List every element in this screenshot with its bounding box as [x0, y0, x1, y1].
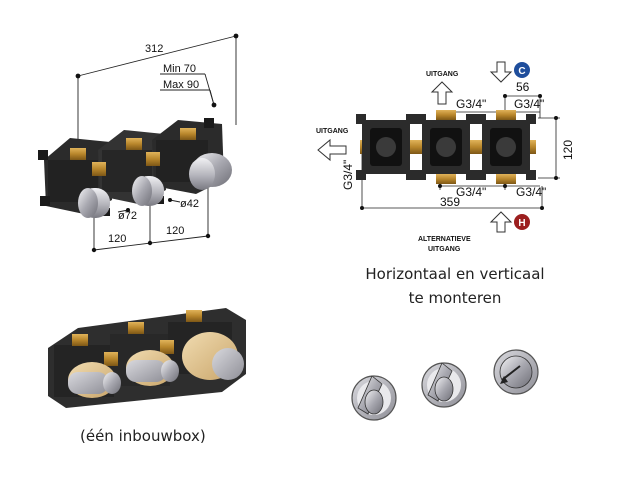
spacing-label-2: 120 — [166, 225, 184, 237]
plan-boxes — [356, 110, 536, 184]
arrow-down-icon — [489, 61, 513, 83]
chrome-spindles — [78, 153, 232, 218]
handle-set — [351, 349, 539, 421]
dimension-labels: 312 Min 70 Max 90 ø72 ø42 120 120 — [108, 43, 199, 245]
mounting-caption-line-1: Horizontaal en verticaal — [365, 265, 545, 283]
plan-labels: UITGANG UITGANG ALTERNATIEVE UITGANG G3/… — [316, 71, 575, 253]
spacing-label-1: 120 — [108, 233, 126, 245]
thread-bottom-left: G3/4" — [456, 185, 486, 199]
rosette-diameter-label: ø42 — [180, 198, 199, 210]
single-box-render — [48, 308, 246, 408]
hot-badge: H — [514, 214, 530, 230]
depth-min-label: Min 70 — [163, 63, 196, 75]
left-outlet-label: UITGANG — [316, 128, 349, 135]
knob-diameter-label: ø72 — [118, 210, 137, 222]
handle-3 — [493, 349, 539, 395]
plan-view-diagram: C H UITGANG UITGANG ALTERNATIEVE UITGANG… — [316, 61, 575, 253]
mounting-caption-line-2: te monteren — [408, 289, 502, 307]
single-box-caption: (één inbouwbox) — [80, 427, 206, 445]
dimensioned-valve-assembly: 312 Min 70 Max 90 ø72 ø42 120 120 — [38, 33, 239, 253]
thread-top-right: G3/4" — [514, 97, 544, 111]
cold-badge-label: C — [518, 66, 525, 77]
dim-56-label: 56 — [516, 80, 530, 94]
dim-width-label: 359 — [440, 195, 460, 209]
top-outlet-label: UITGANG — [426, 71, 459, 78]
mounting-caption: Horizontaal en verticaal te monteren — [350, 262, 560, 310]
dim-height-label: 120 — [561, 140, 575, 160]
cold-badge: C — [514, 62, 530, 78]
overall-width-label: 312 — [145, 43, 163, 55]
arrow-left-icon — [317, 138, 347, 162]
thread-side-label: G3/4" — [341, 160, 355, 190]
plan-dimension-lines — [360, 95, 560, 210]
depth-max-label: Max 90 — [163, 79, 199, 91]
alt-outlet-label-1: ALTERNATIEVE — [418, 236, 471, 243]
arrow-up-icon — [489, 211, 513, 233]
arrow-up-icon — [430, 81, 454, 105]
outlet-arrows — [317, 61, 513, 233]
dimension-dots — [75, 33, 239, 253]
alt-outlet-label-2: UITGANG — [428, 246, 461, 253]
handle-2 — [421, 362, 467, 408]
handle-1 — [351, 375, 397, 421]
hot-badge-label: H — [518, 218, 525, 229]
thread-bottom-right: G3/4" — [516, 185, 546, 199]
thread-top-left: G3/4" — [456, 97, 486, 111]
